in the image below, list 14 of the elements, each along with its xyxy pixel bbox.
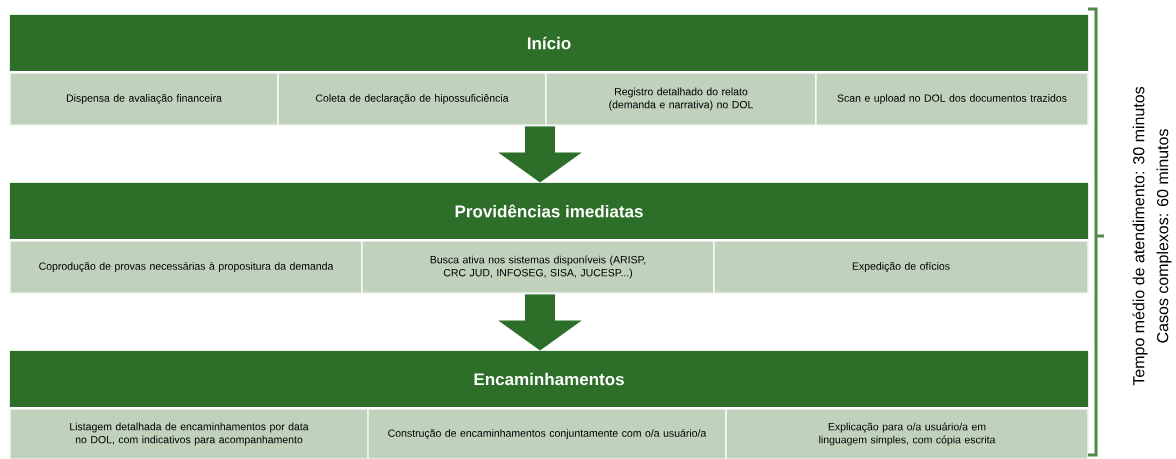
step-cell: Listagem detalhada de encaminhamentos por data no DOL, com indicativos para acompanhamento xyxy=(9,408,369,459)
step-cell: Coleta de declaração de hipossuficiência xyxy=(277,72,547,126)
duration-note: Casos complexos: 60 minutos xyxy=(1156,129,1172,343)
duration-note: Tempo médio de atendimento: 30 minutos xyxy=(1132,86,1148,386)
step-cell: Coprodução de provas necessárias à propositura da demanda xyxy=(9,240,363,294)
node-label: Listagem detalhada de encaminhamentos por data no DOL, com indicativos para acompanhamento xyxy=(70,422,309,446)
node-label: Construção de encaminhamentos conjuntamente com o/a usuário/a xyxy=(388,429,707,439)
step-cell: Construção de encaminhamentos conjuntamente com o/a usuário/a xyxy=(367,408,727,459)
step-cell: Expedição de ofícios xyxy=(713,240,1089,294)
step-cell: Dispensa de avaliação financeira xyxy=(9,72,279,126)
step-cell: Explicação para o/a usuário/a em linguagem simples, com cópia escrita xyxy=(725,408,1089,459)
step-cell: Registro detalhado do relato (demanda e narrativa) no DOL xyxy=(545,72,817,126)
step-cell: Scan e upload no DOL dos documentos trazidos xyxy=(815,72,1089,126)
step-cell: Busca ativa nos sistemas disponíveis (ARISP, CRC JUD, INFOSEG, SISA, JUCESP...) xyxy=(361,240,715,294)
